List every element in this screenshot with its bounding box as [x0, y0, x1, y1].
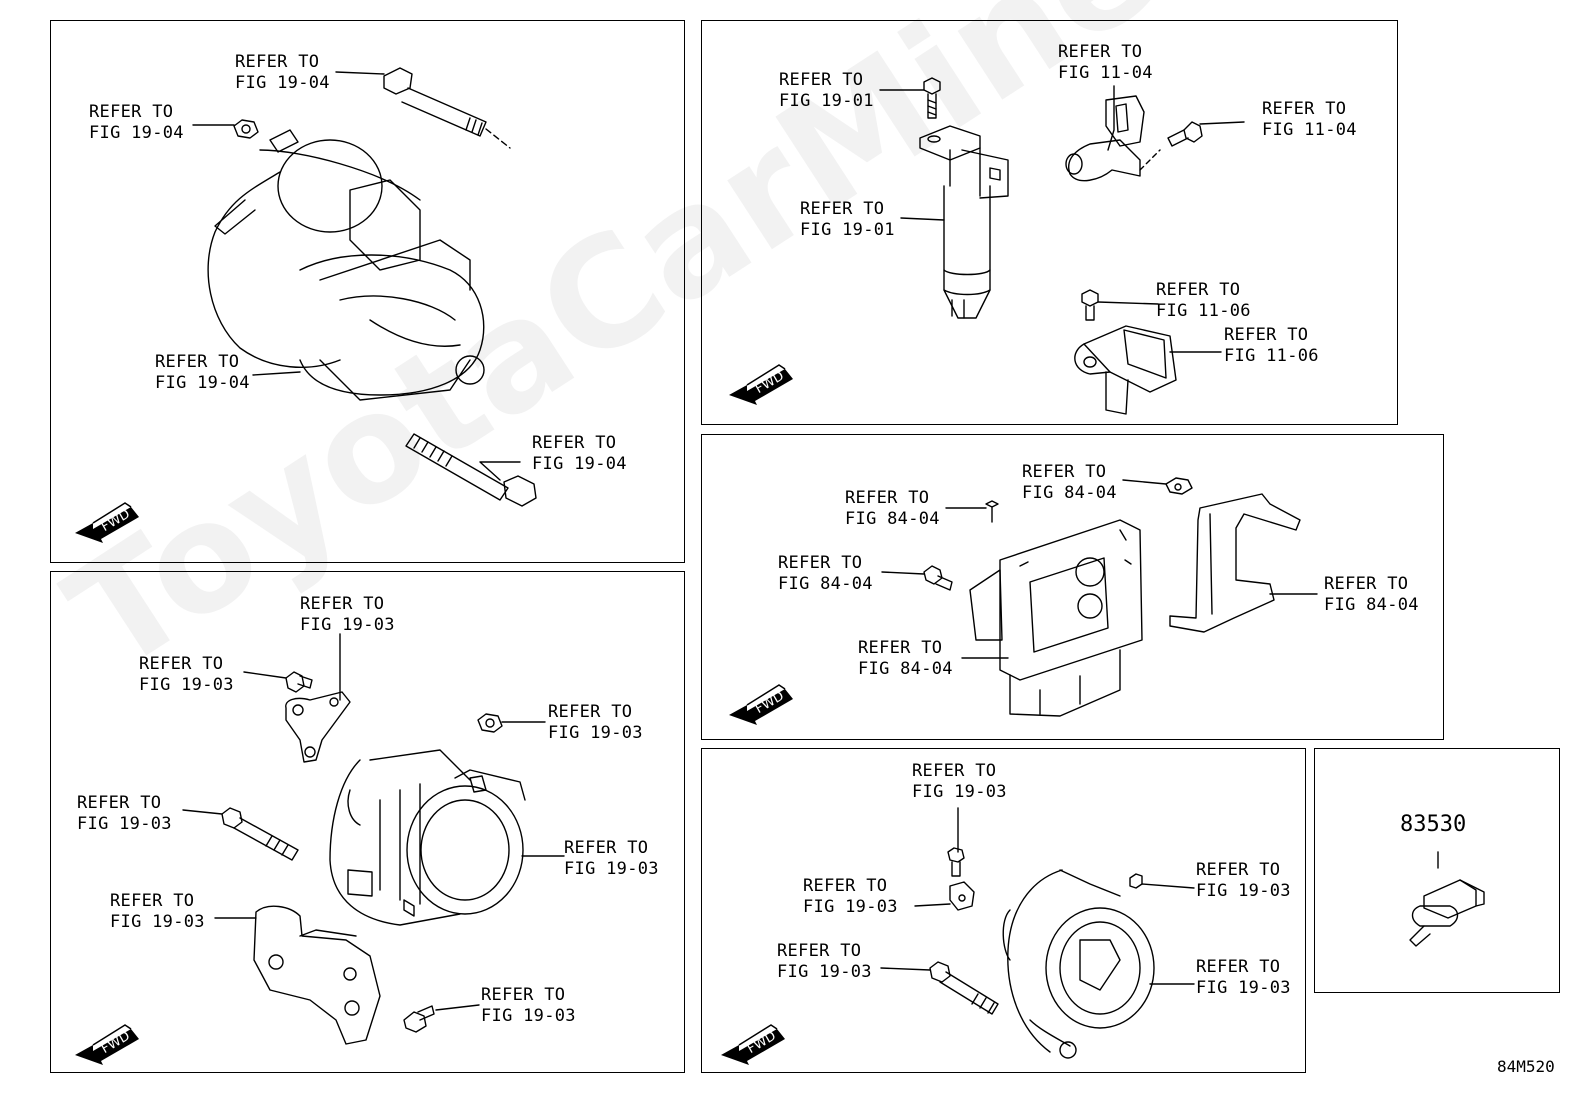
fwd-arrow-icon: FWD — [729, 364, 793, 405]
fwd-arrow-icon: FWD — [721, 1024, 785, 1065]
fwd-arrow-icon: FWD — [729, 684, 793, 725]
fwd-arrow-icon: FWD — [75, 1024, 139, 1065]
panel-ignition — [701, 20, 1398, 425]
alternator-bracket-illustration — [182, 633, 565, 1045]
panel-alternator-bracket — [50, 571, 685, 1073]
panel-oil-switch — [1314, 748, 1560, 993]
ecu-illustration — [881, 477, 1318, 717]
part-number-oil-pressure-switch[interactable]: 83530 — [1400, 812, 1467, 837]
svg-text:FWD: FWD — [99, 1029, 133, 1057]
svg-text:FWD: FWD — [99, 507, 133, 535]
svg-text:FWD: FWD — [745, 1029, 779, 1057]
ignition-illustration — [879, 77, 1245, 415]
alternator-illustration — [880, 807, 1195, 1059]
oil-pressure-switch-illustration — [1409, 851, 1485, 947]
svg-text:FWD: FWD — [753, 689, 787, 717]
panel-starter — [50, 20, 685, 563]
svg-text:FWD: FWD — [753, 369, 787, 397]
panel-ecu — [701, 434, 1444, 740]
diagram-code: 84M520 — [1497, 1057, 1555, 1076]
panel-alternator — [701, 748, 1306, 1073]
starter-illustration — [192, 67, 537, 507]
fwd-arrow-icon: FWD — [75, 502, 139, 543]
